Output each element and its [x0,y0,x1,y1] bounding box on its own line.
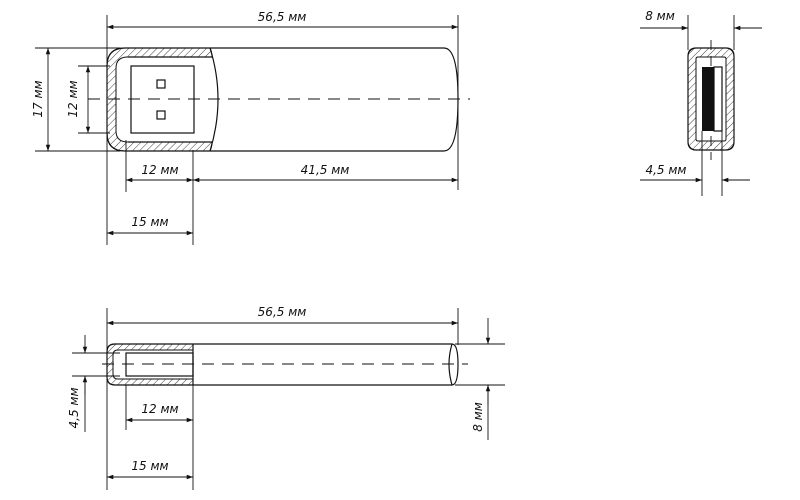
side-label-connector-thickness: 4,5 мм [67,387,81,428]
front-label-cap-length: 15 мм [131,215,168,229]
side-label-connector-length: 12 мм [141,402,178,416]
front-connector-edges [128,56,212,143]
front-label-body-length: 41,5 мм [301,163,350,177]
end-label-width: 8 мм [645,9,675,23]
end-view: 8 мм 4,5 мм [640,9,762,196]
end-connector-tongue [713,66,723,132]
front-connector-hole-bottom [156,110,166,120]
end-cap-shell [687,47,735,151]
front-label-connector-height: 12 мм [66,80,80,117]
side-label-cap-length: 15 мм [131,459,168,473]
end-label-connector-thickness: 4,5 мм [645,163,686,177]
front-label-connector-length: 12 мм [141,163,178,177]
end-connector-plate [702,67,714,131]
front-label-total-length: 56,5 мм [258,10,307,24]
front-label-body-height: 17 мм [31,80,45,117]
side-view: 56,5 мм 4,5 мм 8 мм 12 мм 15 мм [67,305,505,490]
side-cap-shell [106,343,194,386]
side-label-total-length: 56,5 мм [258,305,307,319]
front-connector-hole-top [156,79,166,89]
front-connector-plug [130,65,195,134]
front-view: 56,5 мм 17 мм 12 мм 12 мм 41,5 мм 15 мм [31,10,470,245]
side-label-body-thickness: 8 мм [471,402,485,432]
